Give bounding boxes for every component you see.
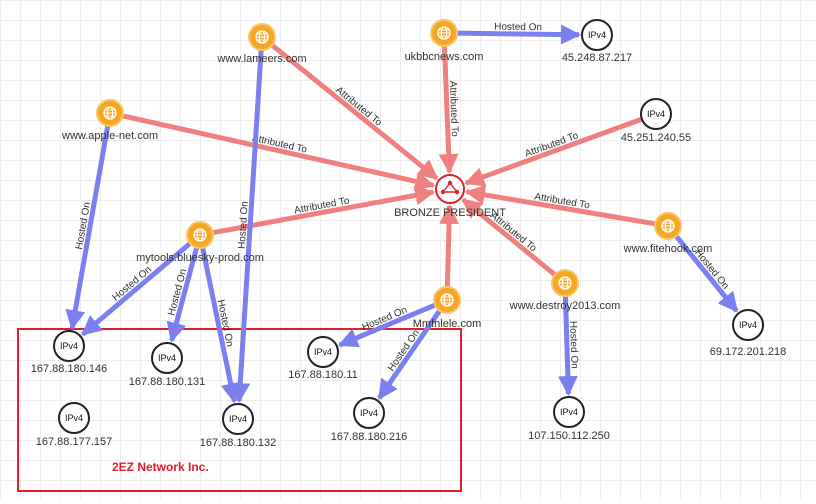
globe-icon: [437, 26, 451, 40]
edge-label: Hosted On: [110, 264, 154, 303]
ipv4-circle[interactable]: [553, 396, 585, 428]
edge-label: Hosted On: [237, 201, 251, 249]
domain-node-destroy[interactable]: www.destroy2013.com: [509, 269, 621, 312]
ipv4-badge: IPv4: [360, 408, 378, 418]
domain-node-lamers[interactable]: www.lameers.com: [216, 23, 307, 65]
ipv4-badge: IPv4: [229, 414, 247, 424]
ipv4-node-ip55[interactable]: IPv4 45.251.240.55: [621, 98, 691, 144]
ipv4-node-ip250[interactable]: IPv4 107.150.112.250: [528, 396, 610, 442]
ipv4-address-label: 167.88.180.146: [31, 363, 107, 375]
ipv4-circle[interactable]: [53, 330, 85, 362]
ipv4-badge: IPv4: [647, 109, 665, 119]
ipv4-node-ip216[interactable]: IPv4 167.88.180.216: [331, 397, 407, 443]
globe-icon: [255, 30, 269, 44]
ipv4-circle[interactable]: [640, 98, 672, 130]
ipv4-badge: IPv4: [60, 341, 78, 351]
ipv4-badge: IPv4: [560, 407, 578, 417]
domain-label: Mmfnlele.com: [413, 318, 481, 330]
attributed-edge-ip55-center[interactable]: [464, 116, 643, 187]
attributed-edge-lamers-center[interactable]: [270, 43, 439, 181]
ipv4-node-ip157[interactable]: IPv4 167.88.177.157: [36, 402, 112, 448]
hosted-edge-mmfnlele-ip11[interactable]: [337, 302, 436, 348]
ipv4-badge: IPv4: [65, 413, 83, 423]
domain-node-ukbb[interactable]: ukbbcnews.com: [405, 19, 484, 63]
globe-icon: [661, 219, 675, 233]
ipv4-node-ip218[interactable]: IPv4 69.172.201.218: [710, 309, 786, 358]
threat-actor-node[interactable]: BRONZE PRESIDENT: [394, 174, 506, 219]
hosted-edge-mytools-ip132[interactable]: [200, 247, 241, 404]
domain-node-mmfnlele[interactable]: Mmfnlele.com: [413, 286, 481, 330]
threat-actor-icon: [440, 180, 460, 195]
ipv4-address-label: 167.88.177.157: [36, 436, 112, 448]
ipv4-circle[interactable]: [353, 397, 385, 429]
globe-icon: [103, 106, 117, 120]
ipv4-circle[interactable]: [581, 19, 613, 51]
hosted-edge-destroy-ip250[interactable]: [557, 295, 578, 397]
hosted-edge-mytools-ip131[interactable]: [166, 246, 200, 343]
hosted-edge-fitehook-ip218[interactable]: [674, 234, 739, 313]
hosted-edge-lamers-ip132[interactable]: [230, 49, 264, 404]
globe-icon: [193, 228, 207, 242]
attributed-edge-fitehook-center[interactable]: [464, 184, 656, 227]
domain-label: www.lameers.com: [216, 53, 306, 65]
domain-label: www.apple-net.com: [61, 130, 158, 142]
ipv4-badge: IPv4: [739, 320, 757, 330]
ipv4-node-ip131[interactable]: IPv4 167.88.180.131: [129, 342, 205, 388]
ipv4-address-label: 167.88.180.11: [288, 369, 358, 381]
group-box: [17, 328, 462, 492]
hosted-edge-mmfnlele-ip216[interactable]: [377, 309, 442, 400]
ipv4-address-label: 167.88.180.132: [200, 437, 276, 449]
ipv4-address-label: 167.88.180.216: [331, 431, 407, 443]
attributed-edge-destroy-center[interactable]: [461, 197, 557, 277]
edge-label: Hosted On: [386, 328, 422, 374]
hosted-edge-mytools-ip146[interactable]: [81, 241, 192, 337]
ipv4-node-ip217[interactable]: IPv4 45.248.87.217: [562, 19, 632, 64]
domain-node-fitehook[interactable]: www.fitehook.com: [623, 212, 713, 255]
edge-label: Attributed To: [447, 81, 460, 138]
threat-actor-label: BRONZE PRESIDENT: [394, 207, 506, 219]
attributed-edge-mmfnlele-center[interactable]: [439, 203, 460, 288]
ipv4-address-label: 107.150.112.250: [528, 430, 610, 442]
ipv4-badge: IPv4: [314, 347, 332, 357]
hosted-edge-ukbb-ip217[interactable]: [456, 24, 582, 45]
ipv4-node-ip11[interactable]: IPv4 167.88.180.11: [288, 336, 358, 381]
edge-label: Hosted On: [567, 321, 579, 369]
ipv4-address-label: 45.251.240.55: [621, 132, 691, 144]
ipv4-circle[interactable]: [222, 403, 254, 435]
ipv4-badge: IPv4: [588, 30, 606, 40]
ipv4-circle[interactable]: [151, 342, 183, 374]
domain-label: www.fitehook.com: [623, 243, 713, 255]
edge-label: Hosted On: [494, 22, 542, 34]
domain-label: ukbbcnews.com: [405, 51, 484, 63]
edge-label: Attributed To: [333, 85, 384, 129]
ipv4-circle[interactable]: [58, 402, 90, 434]
ipv4-node-ip146[interactable]: IPv4 167.88.180.146: [31, 330, 107, 375]
attributed-edge-ukbb-center[interactable]: [438, 45, 459, 175]
ipv4-circle[interactable]: [732, 309, 764, 341]
ipv4-circle[interactable]: [307, 336, 339, 368]
globe-icon: [440, 293, 454, 307]
threat-actor-circle[interactable]: [435, 174, 465, 204]
attributed-edge-applenet-center[interactable]: [122, 113, 436, 192]
ipv4-address-label: 167.88.180.131: [129, 376, 205, 388]
domain-label: mytools.bluesky-prod.com: [136, 252, 264, 264]
group-label: 2EZ Network Inc.: [112, 460, 209, 474]
ipv4-address-label: 45.248.87.217: [562, 52, 632, 64]
domain-node-mytools[interactable]: mytools.bluesky-prod.com: [136, 221, 264, 264]
ipv4-badge: IPv4: [158, 353, 176, 363]
domain-label: www.destroy2013.com: [509, 300, 621, 312]
hosted-edge-applenet-ip146[interactable]: [65, 125, 111, 331]
globe-icon: [558, 276, 572, 290]
nodes-layer: www.lameers.com ukbbcnews.com www.apple-ne…: [31, 19, 786, 449]
ipv4-address-label: 69.172.201.218: [710, 346, 786, 358]
domain-node-applenet[interactable]: www.apple-net.com: [61, 99, 158, 142]
ipv4-node-ip132[interactable]: IPv4 167.88.180.132: [200, 403, 276, 449]
